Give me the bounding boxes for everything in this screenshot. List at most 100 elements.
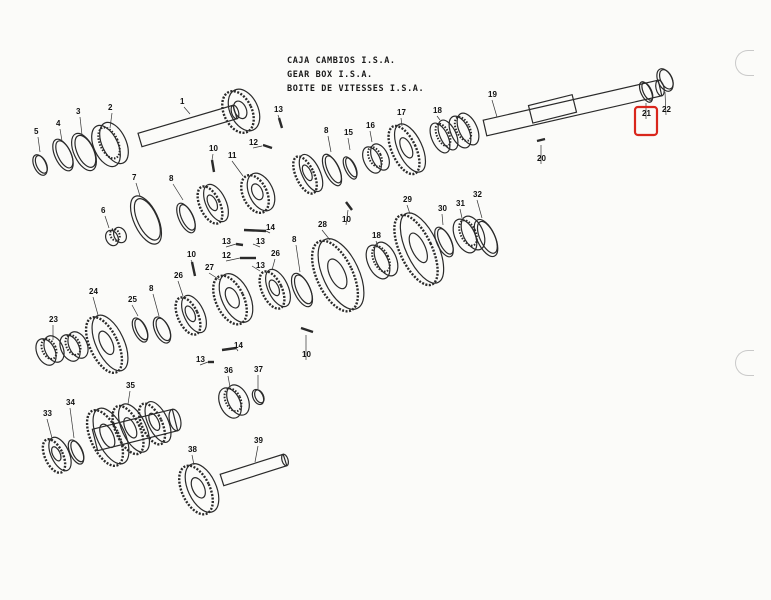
ring-part-30 [434, 226, 454, 258]
ring-part-32 [473, 218, 499, 258]
label-part-10: 10 [187, 250, 196, 259]
label-part-6: 6 [101, 206, 106, 215]
pin-part-10-top [210, 159, 216, 173]
label-part-2: 2 [108, 103, 113, 112]
leader-part-34 [69, 407, 75, 439]
gear-part-24 [84, 314, 129, 375]
countershaft-part-35 [91, 408, 182, 452]
leader-part-18 [436, 115, 441, 121]
leader-part-30 [441, 213, 444, 226]
leader-part-7 [135, 182, 141, 197]
shaft-part-1 [137, 104, 240, 148]
label-part-19: 19 [488, 90, 497, 99]
label-part-13: 13 [274, 105, 283, 114]
bearing-part-18-c [365, 241, 399, 280]
label-part-37: 37 [254, 365, 263, 374]
highlight-box-part-21 [633, 105, 659, 137]
washer-part-37 [251, 388, 265, 406]
gear-part-9-b [292, 153, 324, 195]
gear-part-35-a [85, 407, 130, 468]
shaft-part-19 [482, 79, 665, 137]
pin-part-13-top [277, 117, 284, 129]
label-part-24: 24 [89, 287, 98, 296]
ring-part-8-d [152, 316, 172, 344]
ring-part-15 [342, 156, 358, 180]
label-part-10: 10 [209, 144, 218, 153]
label-part-14: 14 [266, 223, 275, 232]
label-part-5: 5 [34, 127, 39, 136]
leader-part-25 [131, 304, 139, 317]
label-part-4: 4 [56, 119, 61, 128]
leader-part-8 [295, 244, 301, 273]
label-part-8: 8 [169, 174, 174, 183]
bearing-part-36 [218, 384, 250, 419]
ring-part-8-c [290, 272, 314, 308]
leader-part-18 [375, 240, 379, 247]
leader-part-16 [369, 130, 373, 143]
label-part-7: 7 [132, 173, 137, 182]
label-part-33: 33 [43, 409, 52, 418]
leader-part-13 [251, 265, 261, 272]
label-part-34: 34 [66, 398, 75, 407]
label-part-13: 13 [256, 237, 265, 246]
leader-part-14 [235, 347, 239, 352]
splines-part-19 [527, 93, 578, 124]
leader-part-13 [277, 114, 280, 119]
leader-part-6 [104, 215, 110, 229]
leader-part-26 [271, 258, 276, 271]
leader-part-19 [491, 99, 498, 118]
pin-part-13-b [235, 242, 244, 247]
leader-part-1 [183, 106, 191, 115]
leader-part-31 [459, 208, 463, 219]
label-part-14: 14 [234, 341, 243, 350]
bearing-part-33 [41, 436, 72, 474]
leader-part-28 [321, 229, 331, 241]
label-part-13: 13 [256, 261, 265, 270]
leader-part-26 [177, 280, 184, 297]
label-part-10: 10 [342, 215, 351, 224]
label-part-12: 12 [222, 251, 231, 260]
pin-part-14-b [221, 346, 237, 352]
title-english: GEAR BOX I.S.A. [287, 70, 373, 80]
ring-part-8-b [321, 153, 343, 187]
label-part-23: 23 [49, 315, 58, 324]
ring-part-25 [131, 317, 149, 343]
binder-hole-mark-bottom [735, 350, 754, 376]
synchro-part-11 [240, 172, 276, 215]
leader-part-2 [109, 112, 113, 129]
leader-part-12 [225, 257, 241, 262]
leader-part-8 [172, 183, 184, 201]
leader-part-15 [347, 137, 351, 151]
ring-part-4 [52, 138, 74, 172]
leader-part-13 [225, 243, 237, 248]
label-part-31: 31 [456, 199, 465, 208]
label-part-21: 21 [642, 109, 651, 118]
gear-part-9 [196, 183, 229, 225]
binder-hole-mark-top [735, 50, 754, 76]
leader-part-32 [476, 199, 483, 219]
bearing-part-23-a [35, 335, 65, 366]
bearing-part-6 [104, 226, 128, 247]
label-part-8: 8 [324, 126, 329, 135]
leader-part-13 [252, 243, 261, 248]
leader-part-27 [208, 272, 221, 281]
label-part-13: 13 [222, 237, 231, 246]
hub-part-26 [174, 294, 207, 336]
leader-part-10 [345, 209, 349, 226]
label-part-30: 30 [438, 204, 447, 213]
ring-part-5 [32, 154, 48, 176]
pin-part-10-b [190, 261, 197, 277]
spring-part-12-top [262, 143, 273, 150]
label-part-10: 10 [302, 350, 311, 359]
label-part-18: 18 [372, 231, 381, 240]
ring-part-8-a [176, 202, 196, 234]
gear-part-38 [178, 463, 220, 516]
shaft-part-39 [219, 453, 289, 487]
leader-part-12 [252, 145, 263, 149]
gear-part-17 [387, 123, 427, 176]
label-part-12: 12 [249, 138, 258, 147]
bearing-part-2 [91, 121, 129, 168]
leader-part-35 [127, 390, 131, 405]
